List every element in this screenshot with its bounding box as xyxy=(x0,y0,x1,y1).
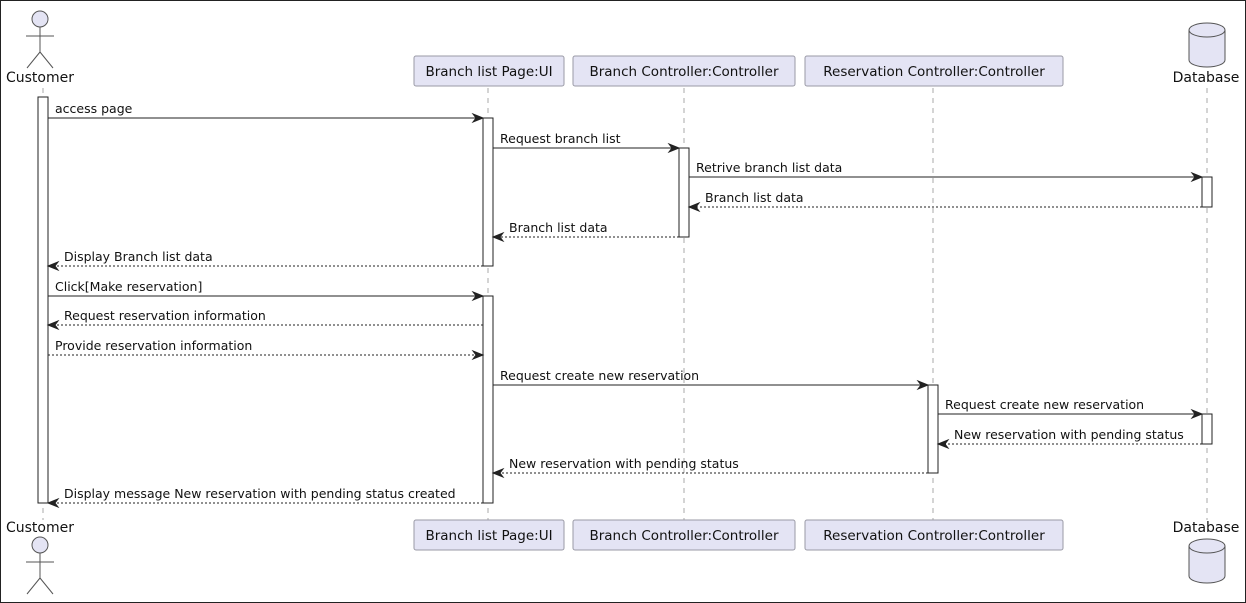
actor-head-icon xyxy=(31,536,49,554)
message: New reservation with pending status xyxy=(936,427,1202,450)
message-label: Retrive branch list data xyxy=(696,160,842,175)
activation-customer xyxy=(37,96,49,504)
message: Retrive branch list data xyxy=(689,160,1204,183)
participant-branch-top: Branch Controller:Controller xyxy=(572,55,796,87)
actor-head-icon xyxy=(31,10,49,28)
participant-ui-label-bottom: Branch list Page:UI xyxy=(425,528,552,544)
message-label: Request create new reservation xyxy=(945,397,1144,412)
activation-reservation xyxy=(927,384,939,474)
message-label: Request branch list xyxy=(500,131,621,146)
message: Request create new reservation xyxy=(938,397,1204,420)
actor-customer-bottom: Customer xyxy=(6,520,74,595)
activation-database-2 xyxy=(1201,413,1213,445)
activations xyxy=(37,96,1213,504)
arrowhead-icon xyxy=(46,319,60,331)
participant-database-label: Database xyxy=(1173,70,1240,86)
participant-reservation-box-bottom xyxy=(804,519,1064,551)
message: Provide reservation information xyxy=(48,338,485,361)
activation-branch xyxy=(678,147,690,238)
participant-reservation-label: Reservation Controller:Controller xyxy=(823,64,1045,80)
message: Click[Make reservation] xyxy=(48,279,485,302)
participant-branch-box xyxy=(572,55,796,87)
message: Branch list data xyxy=(491,220,679,243)
message: Request branch list xyxy=(493,131,681,154)
participant-reservation-label-bottom: Reservation Controller:Controller xyxy=(823,528,1045,544)
messages: access page Request branch list Retrive … xyxy=(46,101,1204,509)
participant-reservation-box xyxy=(804,55,1064,87)
participant-ui-label: Branch list Page:UI xyxy=(425,64,552,80)
actor-customer-top: Customer xyxy=(6,10,74,86)
message-label: Display Branch list data xyxy=(64,249,213,264)
activation-database-1 xyxy=(1201,176,1213,208)
arrowhead-icon xyxy=(491,467,505,479)
message: access page xyxy=(48,101,485,124)
database-icon xyxy=(1188,22,1226,68)
database-rim-icon xyxy=(1188,29,1226,38)
actor-right-leg-icon xyxy=(39,577,54,595)
message-label: Branch list data xyxy=(509,220,608,235)
activation-ui-1 xyxy=(482,117,494,267)
arrowhead-icon xyxy=(1190,171,1204,183)
message-label: New reservation with pending status xyxy=(509,456,739,471)
message: Request reservation information xyxy=(46,308,483,331)
message-label: Provide reservation information xyxy=(55,338,252,353)
message: New reservation with pending status xyxy=(491,456,928,479)
participant-database-label-bottom: Database xyxy=(1173,520,1240,536)
message-label: New reservation with pending status xyxy=(954,427,1184,442)
participants-top: Customer Branch list Page:UI Branch Cont… xyxy=(6,10,1240,87)
database-icon xyxy=(1188,538,1226,584)
arrowhead-icon xyxy=(471,290,485,302)
participant-branch-label: Branch Controller:Controller xyxy=(589,64,778,80)
message: Display message New reservation with pen… xyxy=(46,486,483,509)
message-label: Branch list data xyxy=(705,190,804,205)
participant-ui-box-bottom xyxy=(413,519,565,551)
participant-customer-label: Customer xyxy=(6,70,74,86)
participant-ui-box xyxy=(413,55,565,87)
participant-branch-bottom: Branch Controller:Controller xyxy=(572,519,796,551)
message: Request create new reservation xyxy=(493,368,930,391)
arrowhead-icon xyxy=(46,497,60,509)
database-bottom: Database xyxy=(1173,520,1240,584)
participant-reservation-bottom: Reservation Controller:Controller xyxy=(804,519,1064,551)
arrowhead-icon xyxy=(471,349,485,361)
message-label: Click[Make reservation] xyxy=(55,279,202,294)
participant-ui-top: Branch list Page:UI xyxy=(413,55,565,87)
activation-ui-2 xyxy=(482,295,494,504)
message-label: Request reservation information xyxy=(64,308,266,323)
participant-branch-label-bottom: Branch Controller:Controller xyxy=(589,528,778,544)
database-rim-icon xyxy=(1188,545,1226,554)
participant-branch-box-bottom xyxy=(572,519,796,551)
arrowhead-icon xyxy=(687,201,701,213)
participant-ui-bottom: Branch list Page:UI xyxy=(413,519,565,551)
arrowhead-icon xyxy=(936,438,950,450)
participants-bottom: Customer Branch list Page:UI Branch Cont… xyxy=(6,519,1240,595)
actor-left-leg-icon xyxy=(26,577,41,595)
arrowhead-icon xyxy=(1190,408,1204,420)
message-label: Display message New reservation with pen… xyxy=(64,486,456,501)
participant-reservation-top: Reservation Controller:Controller xyxy=(804,55,1064,87)
database-top: Database xyxy=(1173,22,1240,86)
actor-right-leg-icon xyxy=(39,51,54,69)
message: Branch list data xyxy=(687,190,1202,213)
message: Display Branch list data xyxy=(46,249,483,272)
arrowhead-icon xyxy=(916,379,930,391)
arrowhead-icon xyxy=(471,112,485,124)
message-label: Request create new reservation xyxy=(500,368,699,383)
arrowhead-icon xyxy=(46,260,60,272)
participant-customer-label-bottom: Customer xyxy=(6,520,74,536)
message-label: access page xyxy=(55,101,133,116)
arrowhead-icon xyxy=(491,231,505,243)
actor-left-leg-icon xyxy=(26,51,41,69)
arrowhead-icon xyxy=(667,142,681,154)
